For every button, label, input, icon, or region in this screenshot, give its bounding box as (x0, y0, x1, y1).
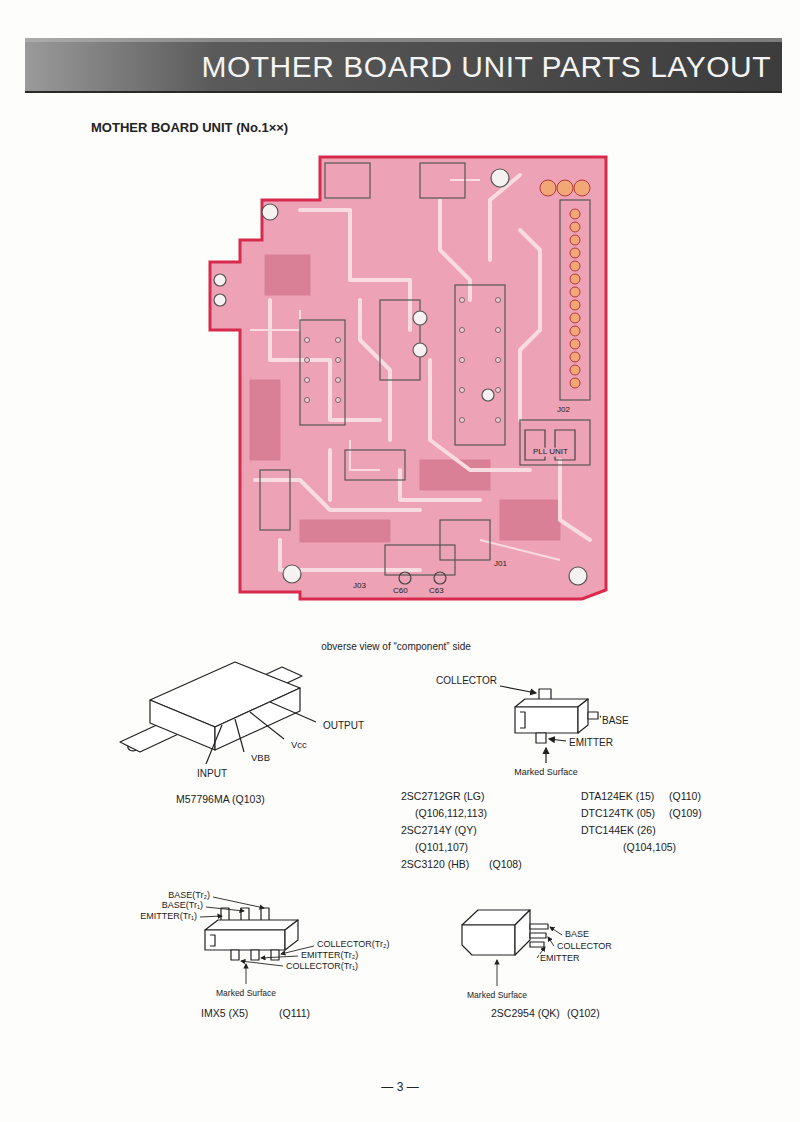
part-number: 2SC2714Y (QY) (400, 825, 478, 837)
pin-name: INPUT (196, 768, 228, 779)
part-number: M57796MA (Q103) (175, 794, 266, 806)
pin-name: Vcc (290, 740, 308, 750)
part-label: J01 (493, 560, 508, 569)
note: Marked Surface (513, 768, 579, 778)
part-number: 2SC2954 (QK) (490, 1008, 561, 1020)
part-label: C63 (428, 587, 445, 596)
pin-name: COLLECTOR(Tr₂) (316, 940, 391, 950)
note: Marked Surface (215, 989, 277, 998)
reference-list: (Q102) (566, 1008, 601, 1020)
pin-name: COLLECTOR(Tr₁) (285, 962, 359, 972)
power-module-drawing (120, 662, 316, 764)
page-number: — 3 — (380, 1081, 419, 1094)
part-label: J02 (556, 406, 571, 415)
part-label: C60 (392, 587, 409, 596)
note: Marked Surface (466, 991, 528, 1000)
pin-name: OUTPUT (322, 720, 365, 731)
part-number: 2SC2712GR (LG) (400, 791, 485, 803)
part-label: J03 (352, 582, 367, 591)
chip-transistor-drawing (500, 686, 602, 763)
pin-name: COLLECTOR (435, 675, 498, 686)
pin-name: EMITTER (539, 954, 581, 964)
pin-name: VBB (250, 753, 271, 763)
reference-list: (Q104,105) (622, 842, 677, 854)
reference-list: (Q101,107) (414, 842, 469, 854)
power-chip-drawing (462, 910, 562, 986)
part-label: PLL UNIT (532, 448, 569, 457)
pin-name: EMITTER(Tr₁) (139, 912, 198, 922)
reference-list: (Q109) (668, 808, 703, 820)
figure-caption: obverse view of “component” side (320, 641, 472, 652)
part-number: DTA124EK (15) (580, 791, 655, 803)
part-number: DTC124TK (05) (580, 808, 656, 820)
pin-name: BASE (601, 715, 630, 726)
pin-name: BASE(Tr₁) (161, 901, 204, 911)
pin-name: BASE(Tr₂) (167, 891, 211, 901)
reference-list: (Q111) (278, 1008, 311, 1020)
reference-list: (Q106,112,113) (414, 808, 488, 820)
part-number: DTC144EK (26) (580, 825, 657, 837)
pin-name: EMITTER(Tr₂) (300, 951, 359, 961)
reference-list: (Q108) (488, 859, 523, 871)
page-title: MOTHER BOARD UNIT PARTS LAYOUT (200, 50, 772, 83)
part-number: 2SC3120 (HB) (400, 859, 470, 871)
pin-name: EMITTER (568, 737, 614, 748)
pin-name: COLLECTOR (556, 942, 613, 952)
reference-list: (Q110) (668, 791, 702, 803)
pin-name: BASE (564, 930, 590, 940)
pcb-layout (210, 157, 606, 599)
title-band (25, 38, 782, 92)
unit-heading: MOTHER BOARD UNIT (No.1××) (90, 121, 289, 135)
part-number: IMX5 (X5) (200, 1008, 249, 1020)
